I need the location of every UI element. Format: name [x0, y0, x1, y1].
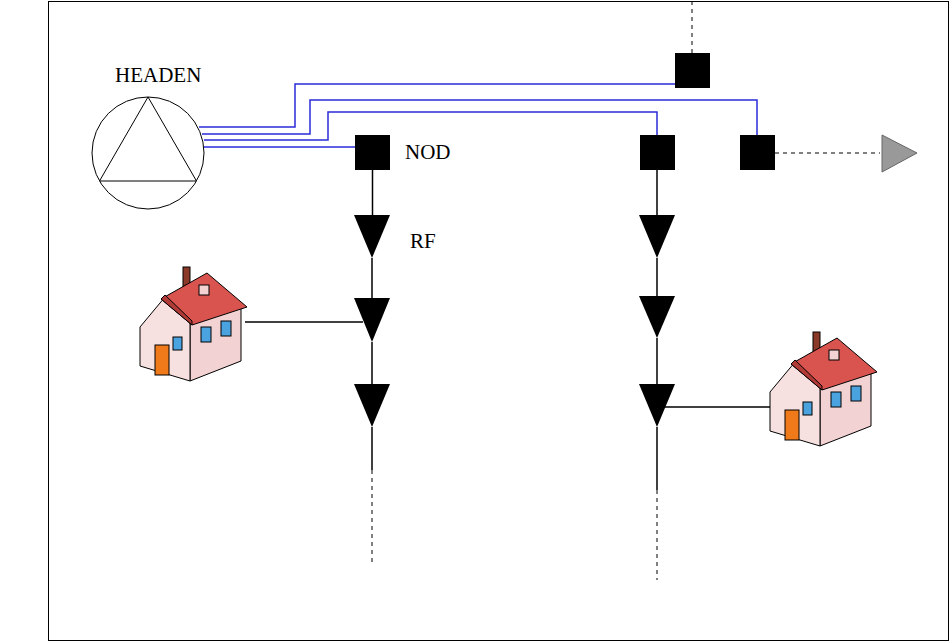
coax-lines — [245, 170, 770, 490]
fiber-link — [204, 146, 355, 148]
continuation-lines — [372, 2, 880, 580]
grey-amplifier — [882, 135, 917, 172]
node-label: HEADEN — [113, 63, 203, 87]
house-icon — [770, 332, 877, 446]
node-label: RF — [408, 229, 438, 253]
amplifier-triangles — [354, 215, 675, 427]
house-icon — [140, 267, 247, 381]
node-square: NOD — [355, 135, 390, 170]
rf-amplifier-outline — [354, 215, 390, 258]
headend-circle: HEADEN — [91, 96, 205, 210]
node-squares — [640, 53, 775, 170]
coax-link — [372, 170, 374, 215]
node-square-outline — [355, 135, 390, 170]
frame — [49, 2, 949, 641]
rf-amplifier: RF — [354, 215, 390, 258]
fiber-lines — [199, 84, 757, 140]
node-label: NOD — [403, 140, 453, 164]
headend-circle-outline — [91, 96, 205, 210]
